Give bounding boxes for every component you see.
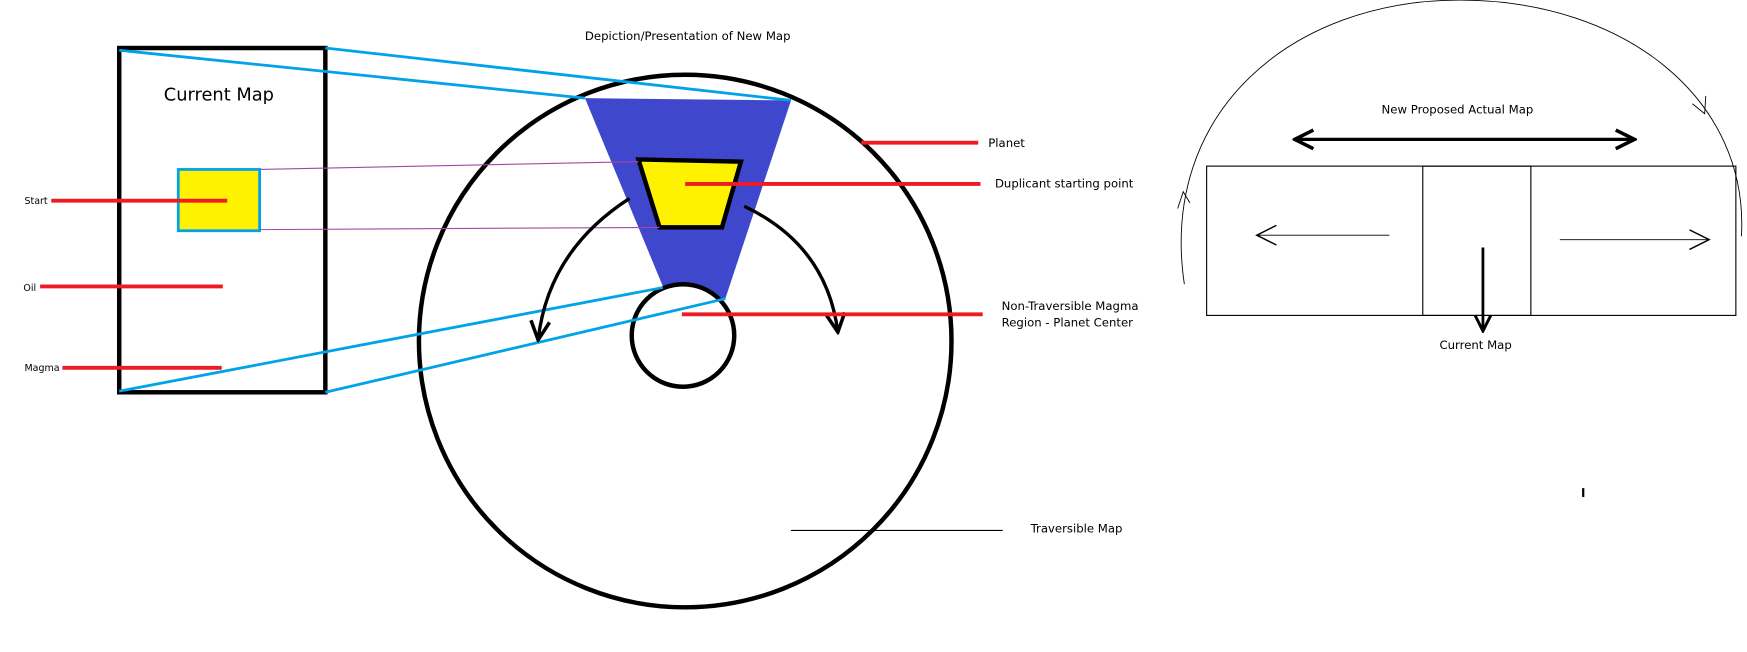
magma-core-circle xyxy=(629,281,737,389)
magma-core-label-2: Region - Planet Center xyxy=(1002,316,1134,330)
start-projection-line xyxy=(259,226,660,231)
planet-circle xyxy=(416,72,954,610)
current-map-panel: Current Map Start Oil Magma xyxy=(23,45,328,395)
magma-core-label-1: Non-Traversible Magma xyxy=(1002,299,1139,313)
duplicant-start-region xyxy=(635,157,744,230)
proposed-map-box xyxy=(1206,165,1737,316)
current-map-label: Current Map xyxy=(1439,338,1511,352)
proposed-map-title: New Proposed Actual Map xyxy=(1382,103,1534,117)
duplicant-start-label: Duplicant starting point xyxy=(995,176,1134,190)
current-map-title: Current Map xyxy=(164,84,274,105)
projection-line xyxy=(325,46,792,102)
wraparound-arc xyxy=(1180,0,1743,285)
current-map-box xyxy=(116,45,328,395)
arc-arrowhead-right xyxy=(1692,95,1707,115)
left-direction-arrow xyxy=(538,197,631,339)
proposed-map-diagram: New Proposed Actual Map Current Map xyxy=(1177,0,1743,498)
projection-line xyxy=(325,297,726,394)
diagram-title: Depiction/Presentation of New Map xyxy=(585,29,791,43)
magma-label: Magma xyxy=(25,363,60,374)
planet-diagram: Planet Duplicant starting point Non-Trav… xyxy=(118,46,1139,610)
start-label: Start xyxy=(25,196,48,207)
arc-arrowhead-left xyxy=(1177,190,1191,209)
start-projection-line xyxy=(259,161,639,171)
projection-line xyxy=(119,48,586,100)
traversible-label: Traversible Map xyxy=(1030,522,1123,536)
right-direction-arrow xyxy=(743,204,838,332)
projection-line xyxy=(118,286,664,393)
oil-label: Oil xyxy=(23,283,36,294)
planet-label: Planet xyxy=(988,136,1025,150)
current-map-section xyxy=(1422,165,1532,316)
